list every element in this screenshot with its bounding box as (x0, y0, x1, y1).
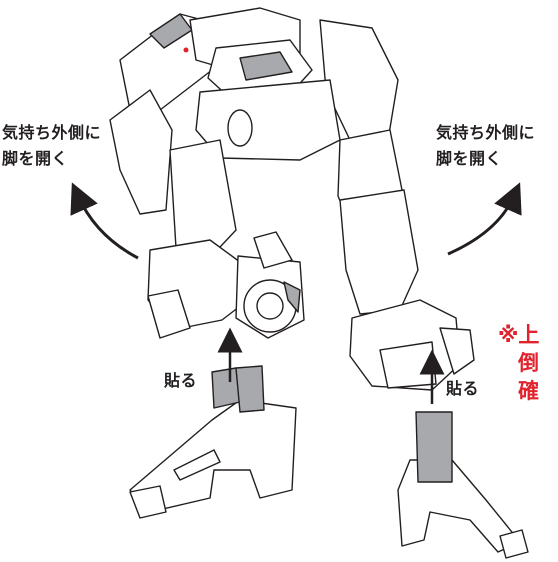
attach-left-label: 貼る (164, 371, 198, 390)
left-arm-upper (109, 89, 173, 215)
right-shoe-toe (499, 529, 529, 559)
left-shoe-detail (173, 449, 221, 481)
left-shoe-tab-back (211, 367, 241, 409)
left-shoe-tab-front (235, 365, 265, 413)
left-open-line1: 気持ち外側に (2, 123, 102, 142)
right-open-instruction: 気持ち外側に 脚を開く (436, 120, 535, 172)
exhaust-pipes (253, 231, 293, 269)
right-toe-claw (439, 327, 475, 375)
left-shoe-toe (129, 485, 167, 519)
red-dot (183, 47, 189, 53)
right-shoe-tab (415, 411, 453, 483)
visor-shade (239, 51, 293, 81)
left-thigh (169, 139, 237, 263)
right-rotate-arrow (447, 182, 522, 256)
left-wheel-shade (283, 281, 301, 313)
left-open-instruction: 気持ち外側に 脚を開く (2, 120, 101, 172)
left-open-line2: 脚を開く (2, 149, 69, 168)
note-line1: ※上 (498, 323, 540, 347)
right-foot-front (379, 341, 437, 389)
left-toe (147, 289, 191, 339)
left-wheel-hub (256, 292, 284, 320)
note-line2: 倒 (518, 351, 539, 375)
right-shin (339, 189, 419, 315)
right-open-line1: 気持ち外側に (436, 123, 536, 142)
right-open-line2: 脚を開く (436, 149, 503, 168)
torso-joint (227, 109, 253, 147)
attach-right-label: 貼る (446, 379, 480, 398)
note-line3: 確 (518, 379, 539, 403)
left-rotate-arrow (70, 182, 139, 260)
